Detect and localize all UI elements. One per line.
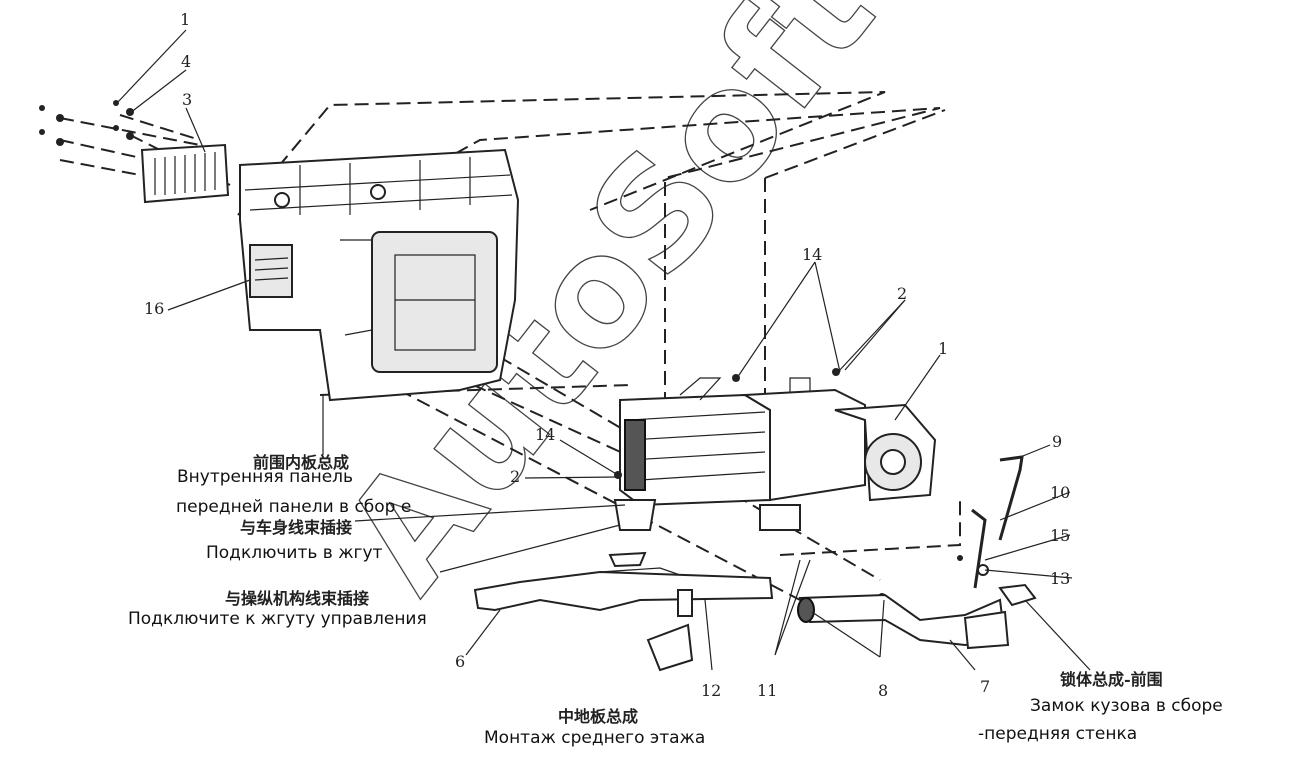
lock-label-cn: 锁体总成-前围 xyxy=(1060,670,1163,689)
callout-2-a: 2 xyxy=(897,284,907,303)
dash-panel-part xyxy=(239,148,520,402)
floor-duct-part xyxy=(473,551,774,612)
mid-floor-label-cn: 中地板总成 xyxy=(558,707,638,726)
dash-panel-label-ru-2: передней панели в сбор е xyxy=(176,497,411,517)
dash-panel-label-ru-1: Внутренняя панель xyxy=(177,467,353,487)
callout-16: 16 xyxy=(144,299,164,318)
callout-9: 9 xyxy=(1052,432,1062,451)
callout-13: 13 xyxy=(1050,569,1070,588)
callout-2-b: 2 xyxy=(510,467,520,486)
callout-3: 3 xyxy=(182,90,192,109)
callout-1: 1 xyxy=(938,339,948,358)
rear-duct-part xyxy=(797,593,1010,650)
lock-linkage-part xyxy=(971,455,1037,607)
callout-14-a: 14 xyxy=(802,245,822,264)
bracket-part xyxy=(646,589,694,672)
vent-grille-part xyxy=(140,143,230,204)
control-harness-label-ru: Подключите к жгуту управления xyxy=(128,609,427,629)
callout-6: 6 xyxy=(455,652,465,671)
callout-11: 11 xyxy=(757,681,777,700)
callout-5: 1 xyxy=(180,10,190,29)
callout-7: 7 xyxy=(980,677,990,696)
leader-lines xyxy=(116,29,1091,671)
control-harness-label-cn: 与操纵机构线束插接 xyxy=(225,589,369,608)
callout-4: 4 xyxy=(181,52,191,71)
callout-15: 15 xyxy=(1050,526,1070,545)
fasteners xyxy=(39,100,134,146)
callout-10: 10 xyxy=(1050,483,1070,502)
mid-floor-label-ru: Монтаж среднего этажа xyxy=(484,728,705,748)
lock-label-ru-2: -передняя стенка xyxy=(978,724,1137,744)
body-harness-label-ru: Подключить в жгут xyxy=(206,543,383,563)
dash-panel-label-cn: 前围内板总成 xyxy=(253,453,349,472)
text-labels: 前围内板总成 Внутренняя панель передней панели… xyxy=(128,453,1223,748)
hvac-unit-part xyxy=(613,377,937,531)
callout-8: 8 xyxy=(878,681,888,700)
callout-12: 12 xyxy=(701,681,721,700)
body-harness-label-cn: 与车身线束插接 xyxy=(240,518,352,537)
callout-14-b: 14 xyxy=(535,425,555,444)
lock-label-ru-1: Замок кузова в сборе xyxy=(1030,696,1223,716)
callout-numbers: 1 4 3 16 1 2 14 14 2 6 12 11 8 7 9 10 15… xyxy=(144,10,1070,700)
